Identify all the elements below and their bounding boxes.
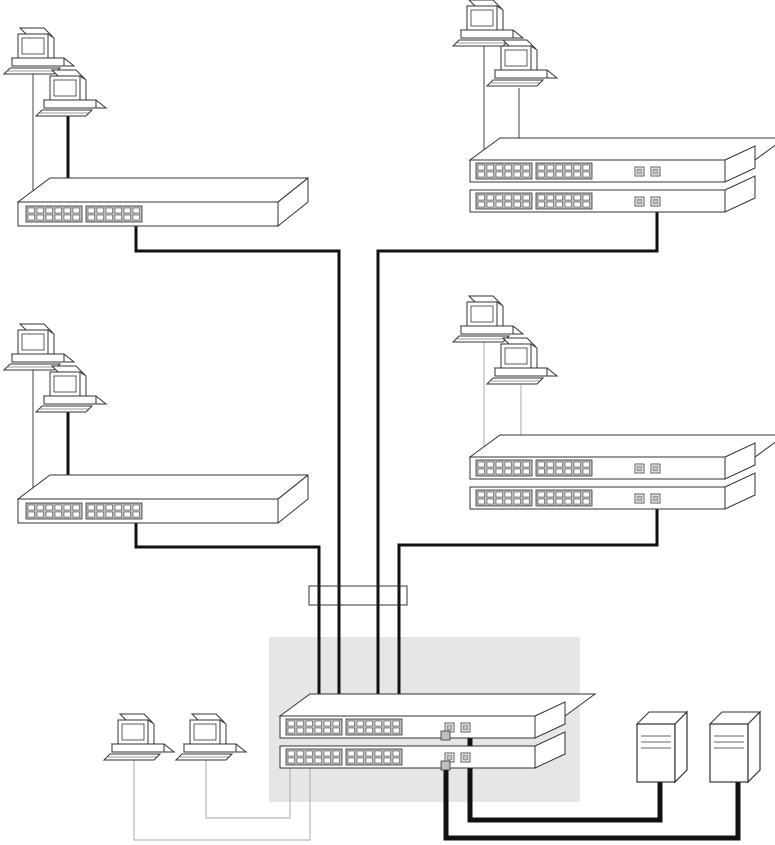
stack-top-right-unit-1	[470, 138, 775, 182]
switch-top-left	[18, 178, 308, 226]
computer-icon	[36, 366, 106, 412]
core-uplink-port	[441, 731, 450, 740]
computer-icon	[104, 714, 174, 760]
stack-mid-right-unit-1	[470, 435, 775, 479]
core-stack	[280, 694, 595, 768]
stack-mid-right	[470, 435, 775, 509]
switch-mid-left	[18, 475, 308, 523]
computer-icon	[176, 714, 246, 760]
computer-icon	[487, 338, 557, 384]
bundle-connector	[309, 586, 407, 605]
computer-icon	[487, 40, 557, 86]
stack-top-right	[470, 138, 775, 212]
core-uplink-port	[441, 761, 450, 770]
computer-icon	[36, 70, 106, 116]
computer-icon	[453, 0, 523, 46]
server-tower-icon	[710, 712, 760, 782]
computer-icon	[453, 296, 523, 342]
core-stack-unit-1	[280, 694, 595, 738]
computer-icon	[4, 28, 74, 74]
server-tower-icon	[637, 712, 687, 782]
computer-icon	[4, 324, 74, 370]
